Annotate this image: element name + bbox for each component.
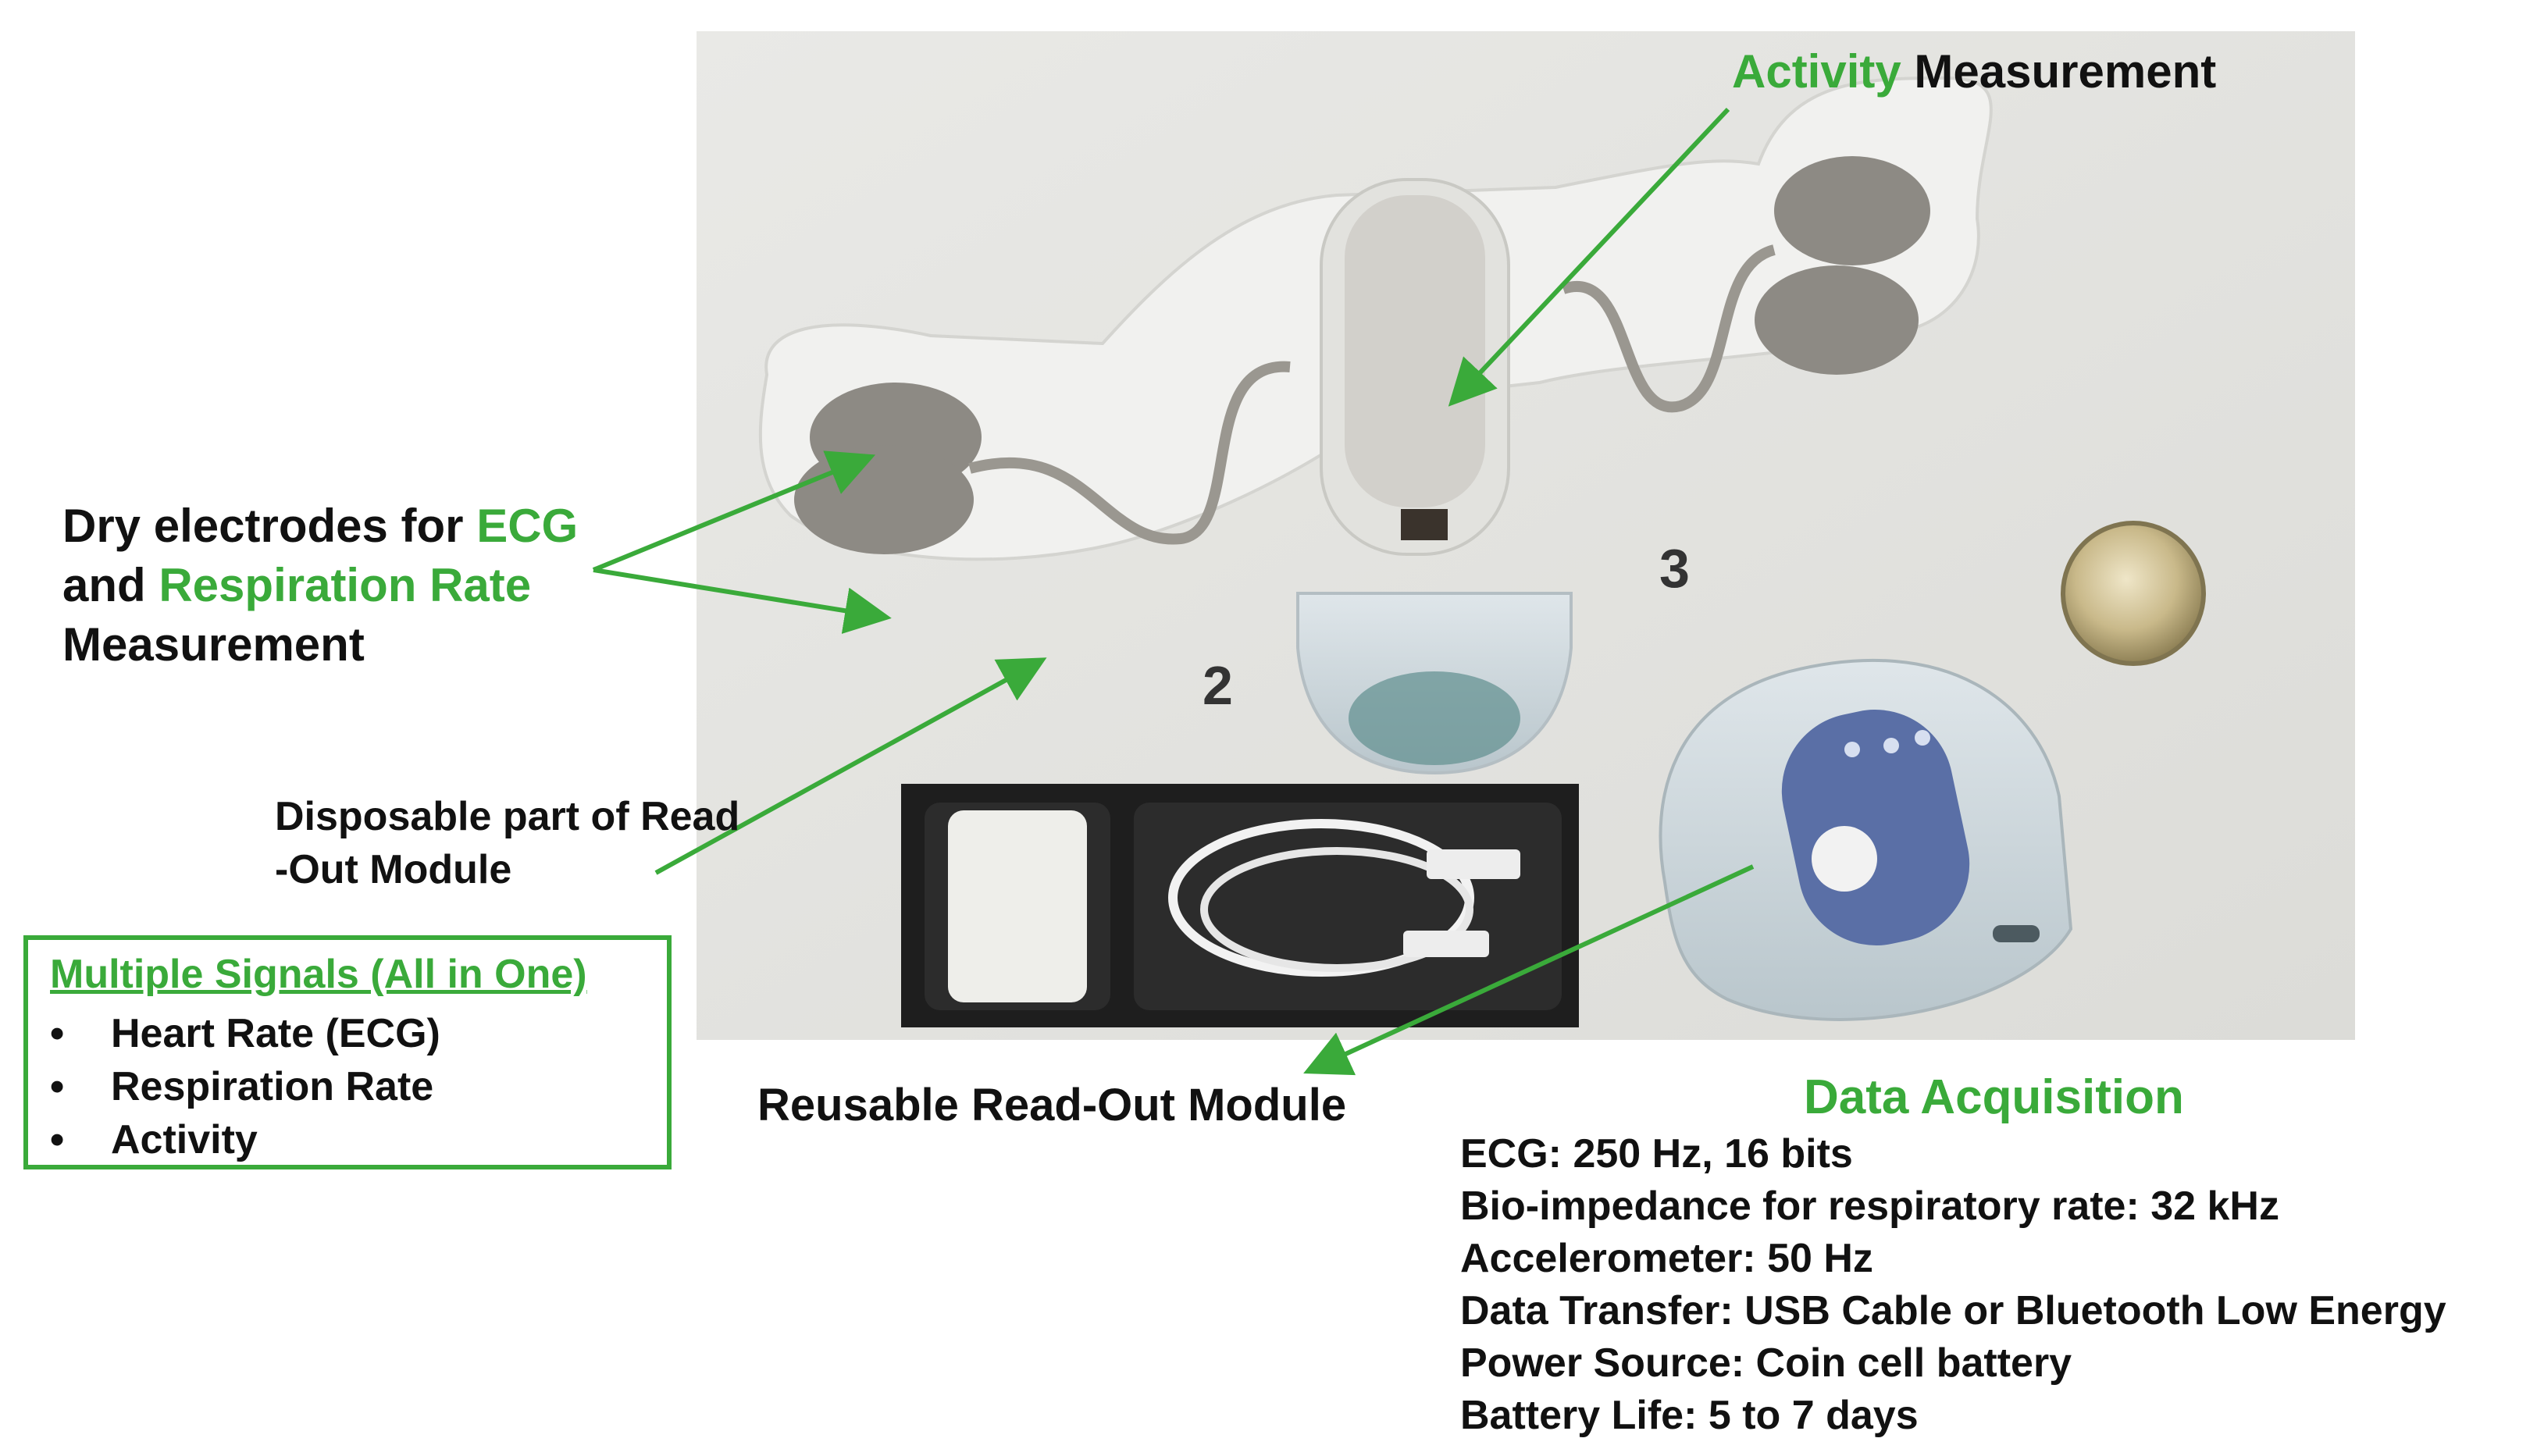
signals-title: Multiple Signals (All in One) [50,952,587,997]
acquisition-line: Battery Life: 5 to 7 days [1460,1393,1919,1438]
readout-module [1659,658,2073,1021]
acquisition-line: Accelerometer: 50 Hz [1460,1236,1873,1281]
product-photo [697,31,2355,1040]
signal-item-label: Respiration Rate [111,1064,434,1109]
label-dry-l3: Measurement [62,618,365,671]
accessory-box [901,784,1579,1027]
bullet: • [50,1011,65,1056]
multiple-signals-box: Multiple Signals (All in One) • Heart Rat… [23,935,672,1169]
arrow-activity [1448,107,1730,407]
data-acquisition-title: Data Acquisition [1804,1070,2184,1124]
signal-item: • Respiration Rate [50,1063,433,1110]
label-activity-measurement: Activity Measurement [1732,42,2216,101]
label-activity-word: Activity [1732,45,1901,98]
label-disposable-l2: -Out Module [275,847,512,892]
acquisition-line: Power Source: Coin cell battery [1460,1340,2072,1386]
signal-item: • Heart Rate (ECG) [50,1010,440,1057]
acquisition-line: Bio-impedance for respiratory rate: 32 k… [1460,1184,2279,1229]
label-dry-l2-a: and [62,559,159,611]
arrow-reusable [1303,864,1755,1076]
label-reusable-module: Reusable Read-Out Module [757,1080,1347,1130]
label-dry-electrodes: Dry electrodes for ECG and Respiration R… [62,497,578,675]
label-dry-l1-a: Dry electrodes for [62,500,477,552]
patch-illustration [758,76,1993,775]
arrow-disposable [654,657,1047,875]
patch-number-2: 2 [1203,655,1233,716]
signal-item: • Activity [50,1116,258,1163]
label-disposable-l1: Disposable part of Read [275,794,740,839]
label-dry-ecg: ECG [476,500,579,552]
arrow-ecg-top [592,450,876,572]
acquisition-line: ECG: 250 Hz, 16 bits [1460,1131,1853,1177]
patch-number-3: 3 [1659,538,1690,599]
signal-item-label: Heart Rate (ECG) [111,1011,440,1056]
label-activity-rest: Measurement [1901,45,2217,98]
arrow-ecg-bottom [593,568,892,634]
acquisition-line: Data Transfer: USB Cable or Bluetooth Lo… [1460,1288,2446,1333]
label-dry-respiration: Respiration Rate [159,559,532,611]
label-disposable-part: Disposable part of Read -Out Module [275,790,739,896]
bullet: • [50,1064,65,1109]
bullet: • [50,1117,65,1162]
signal-item-label: Activity [111,1117,258,1162]
